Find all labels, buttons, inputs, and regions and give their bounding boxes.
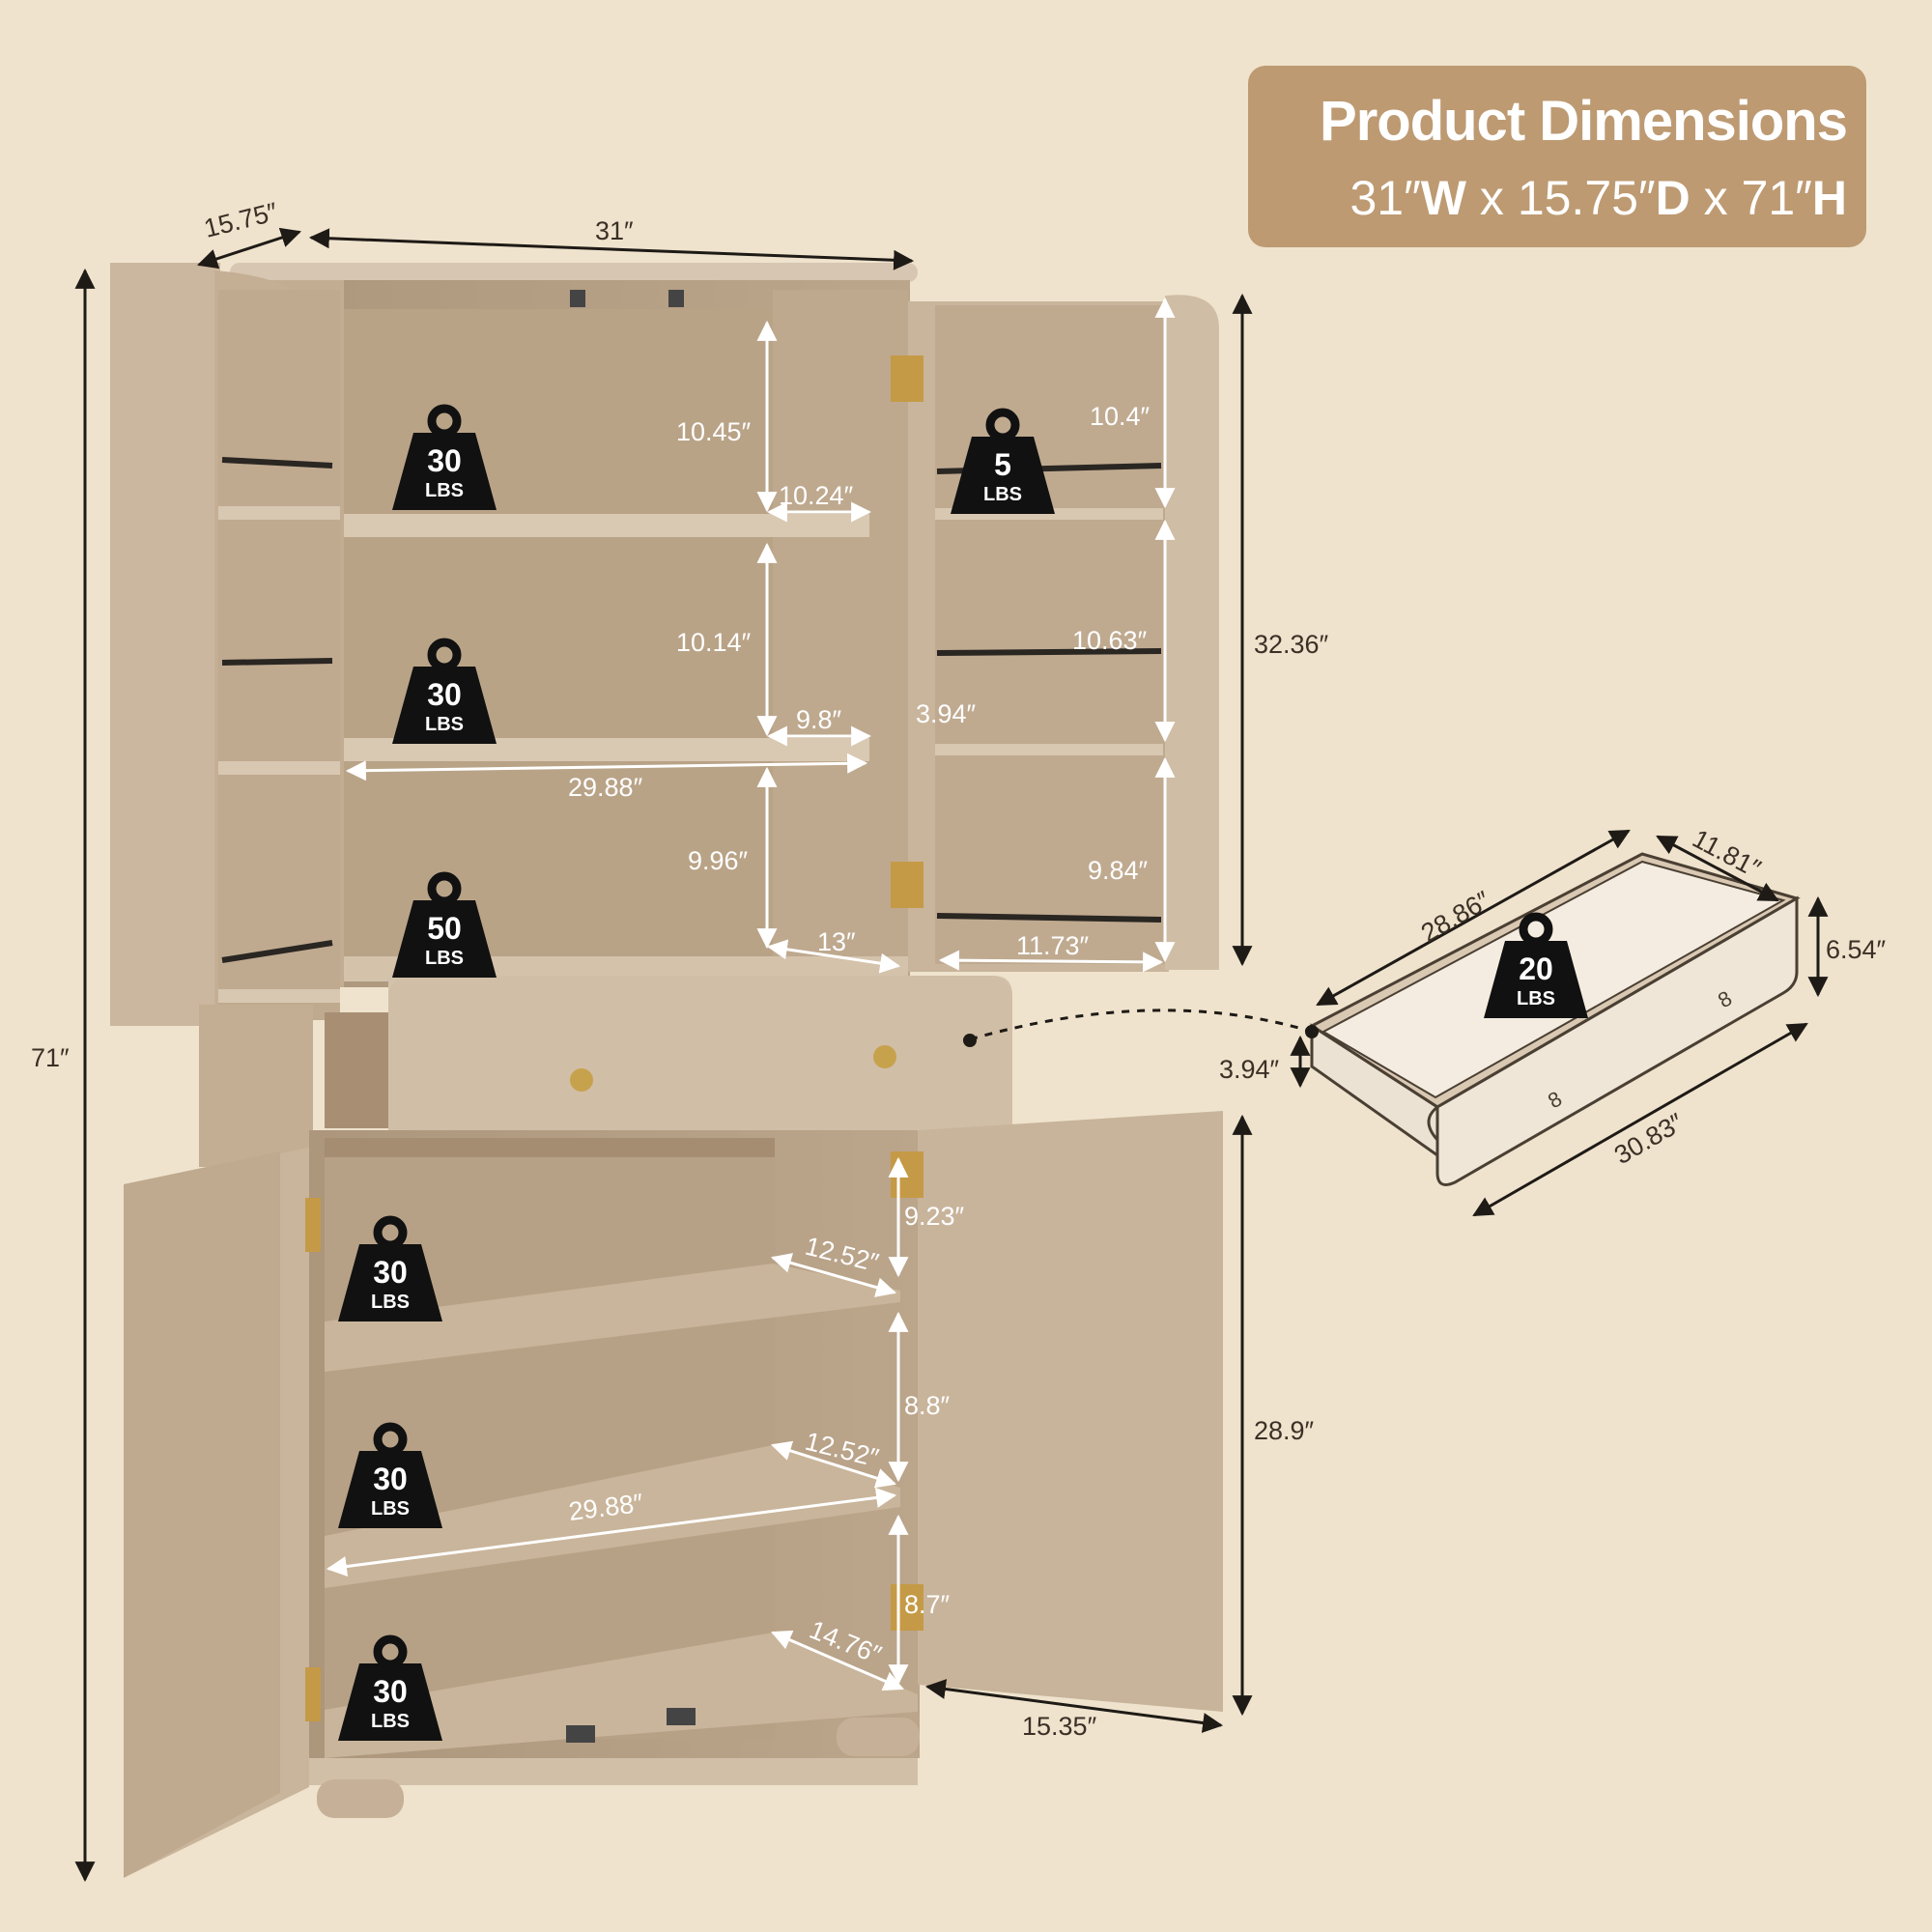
weight-lower3-unit: LBS — [371, 1711, 410, 1732]
weight-drawer-unit: LBS — [1517, 988, 1555, 1009]
label-door-shelf1: 10.4″ — [1090, 402, 1151, 431]
weight-shelf2-unit: LBS — [425, 714, 464, 735]
label-drawer-inner-height: 3.94″ — [1219, 1055, 1280, 1084]
weight-door: 5 — [994, 447, 1011, 482]
label-shelf1-depth: 10.24″ — [779, 481, 854, 510]
title-sep-1: x — [1479, 171, 1504, 225]
title-sep-2: x — [1703, 171, 1728, 225]
label-drawer-height: 6.54″ — [1826, 935, 1887, 964]
weight-icon-door: 5 LBS — [951, 412, 1055, 514]
label-lower-height: 28.9″ — [1254, 1416, 1315, 1445]
label-lower3-height: 8.7″ — [904, 1590, 951, 1619]
dimension-lines — [74, 227, 1829, 1883]
upper-right-door — [891, 295, 1219, 972]
weight-drawer: 20 — [1519, 952, 1553, 986]
weight-icon-lower3: 30 LBS — [338, 1639, 442, 1741]
title-width-unit: W — [1420, 171, 1466, 225]
title-depth-unit: D — [1655, 171, 1690, 225]
weight-lower3: 30 — [373, 1674, 408, 1709]
weight-shelf2: 30 — [427, 677, 462, 712]
title-height-unit: H — [1811, 171, 1847, 225]
label-depth-top: 15.75″ — [201, 197, 281, 243]
weight-lower2-unit: LBS — [371, 1498, 410, 1520]
lower-shelf-3 — [325, 1633, 918, 1758]
label-door-shelf3: 9.84″ — [1088, 856, 1149, 885]
title-dimensions: 31″W x 15.75″D x 71″H — [1277, 170, 1847, 226]
label-height-total: 71″ — [31, 1043, 70, 1072]
weight-shelf1-unit: LBS — [425, 480, 464, 501]
label-shelf1-height: 10.45″ — [676, 417, 752, 446]
lower-left-door — [124, 1148, 321, 1878]
upper-shelf-1 — [344, 514, 869, 537]
label-upper-width: 29.88″ — [568, 773, 643, 802]
weight-icon-lower1: 30 LBS — [338, 1220, 442, 1321]
weight-shelf1: 30 — [427, 443, 462, 478]
inner-dimension-lines — [326, 297, 1176, 1691]
label-door-shelf2: 10.63″ — [1072, 626, 1148, 655]
label-upper-height: 32.36″ — [1254, 630, 1329, 659]
center-drawer — [199, 976, 1012, 1167]
weight-lower1: 30 — [373, 1255, 408, 1290]
title-width-value: 31″ — [1350, 171, 1421, 225]
label-width-top: 31″ — [595, 216, 634, 245]
weight-door-unit: LBS — [983, 484, 1022, 505]
weight-icon-shelf3: 50 LBS — [392, 876, 497, 978]
weight-lower1-unit: LBS — [371, 1292, 410, 1313]
label-shelf2-height: 10.14″ — [676, 628, 752, 657]
weight-icon-drawer: 20 LBS — [1484, 917, 1588, 1018]
label-shelf3-height: 9.96″ — [688, 846, 749, 875]
label-shelf2-depth: 9.8″ — [796, 705, 842, 734]
title-depth-value: 15.75″ — [1517, 171, 1656, 225]
weight-shelf3: 50 — [427, 911, 462, 946]
title-heading: Product Dimensions — [1320, 90, 1848, 153]
label-door-width: 11.73″ — [1016, 931, 1090, 960]
weight-icon-shelf1: 30 LBS — [392, 409, 497, 510]
label-drawer-width: 30.83″ — [1609, 1107, 1689, 1170]
weight-icon-lower2: 30 LBS — [338, 1427, 442, 1528]
weight-shelf3-unit: LBS — [425, 948, 464, 969]
weight-icon-shelf2: 30 LBS — [392, 642, 497, 744]
lower-shelf-1 — [325, 1264, 900, 1372]
upper-left-door — [110, 263, 340, 1026]
label-lower2-height: 8.8″ — [904, 1391, 951, 1420]
label-shelf3-depth: 13″ — [817, 927, 856, 956]
title-height-value: 71″ — [1741, 171, 1812, 225]
weight-lower2: 30 — [373, 1462, 408, 1496]
label-bottom-depth: 15.35″ — [1022, 1712, 1097, 1741]
label-door-rail: 3.94″ — [916, 699, 977, 728]
label-lower1-height: 9.23″ — [904, 1202, 965, 1231]
title-box: Product Dimensions 31″W x 15.75″D x 71″H — [1248, 66, 1866, 247]
